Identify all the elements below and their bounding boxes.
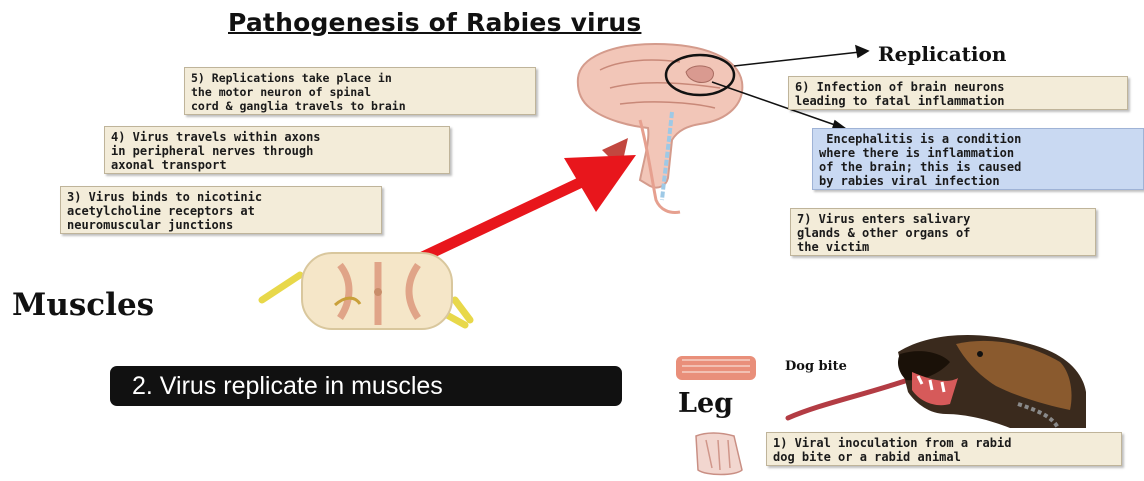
dog-bite-label: Dog bite xyxy=(785,359,847,374)
step-2-pill: 2. Virus replicate in muscles xyxy=(110,366,622,406)
muscles-label: Muscles xyxy=(12,287,154,323)
step-1-box: 1) Viral inoculation from a rabid dog bi… xyxy=(766,432,1122,466)
step-3-box: 3) Virus binds to nicotinic acetylcholin… xyxy=(60,186,382,234)
encephalitis-note-box: Encephalitis is a condition where there … xyxy=(812,128,1144,190)
step-7-box: 7) Virus enters salivary glands & other … xyxy=(790,208,1096,256)
step-4-box: 4) Virus travels within axons in periphe… xyxy=(104,126,450,174)
step-6-box: 6) Infection of brain neurons leading to… xyxy=(788,76,1128,110)
dog-bite-curve xyxy=(788,380,908,418)
replication-label: Replication xyxy=(878,42,1006,66)
leg-label: Leg xyxy=(678,388,733,419)
dog-head-illustration xyxy=(898,335,1086,428)
step-5-box: 5) Replications take place in the motor … xyxy=(184,67,536,115)
spinal-cord-cross-section-illustration xyxy=(262,253,470,329)
